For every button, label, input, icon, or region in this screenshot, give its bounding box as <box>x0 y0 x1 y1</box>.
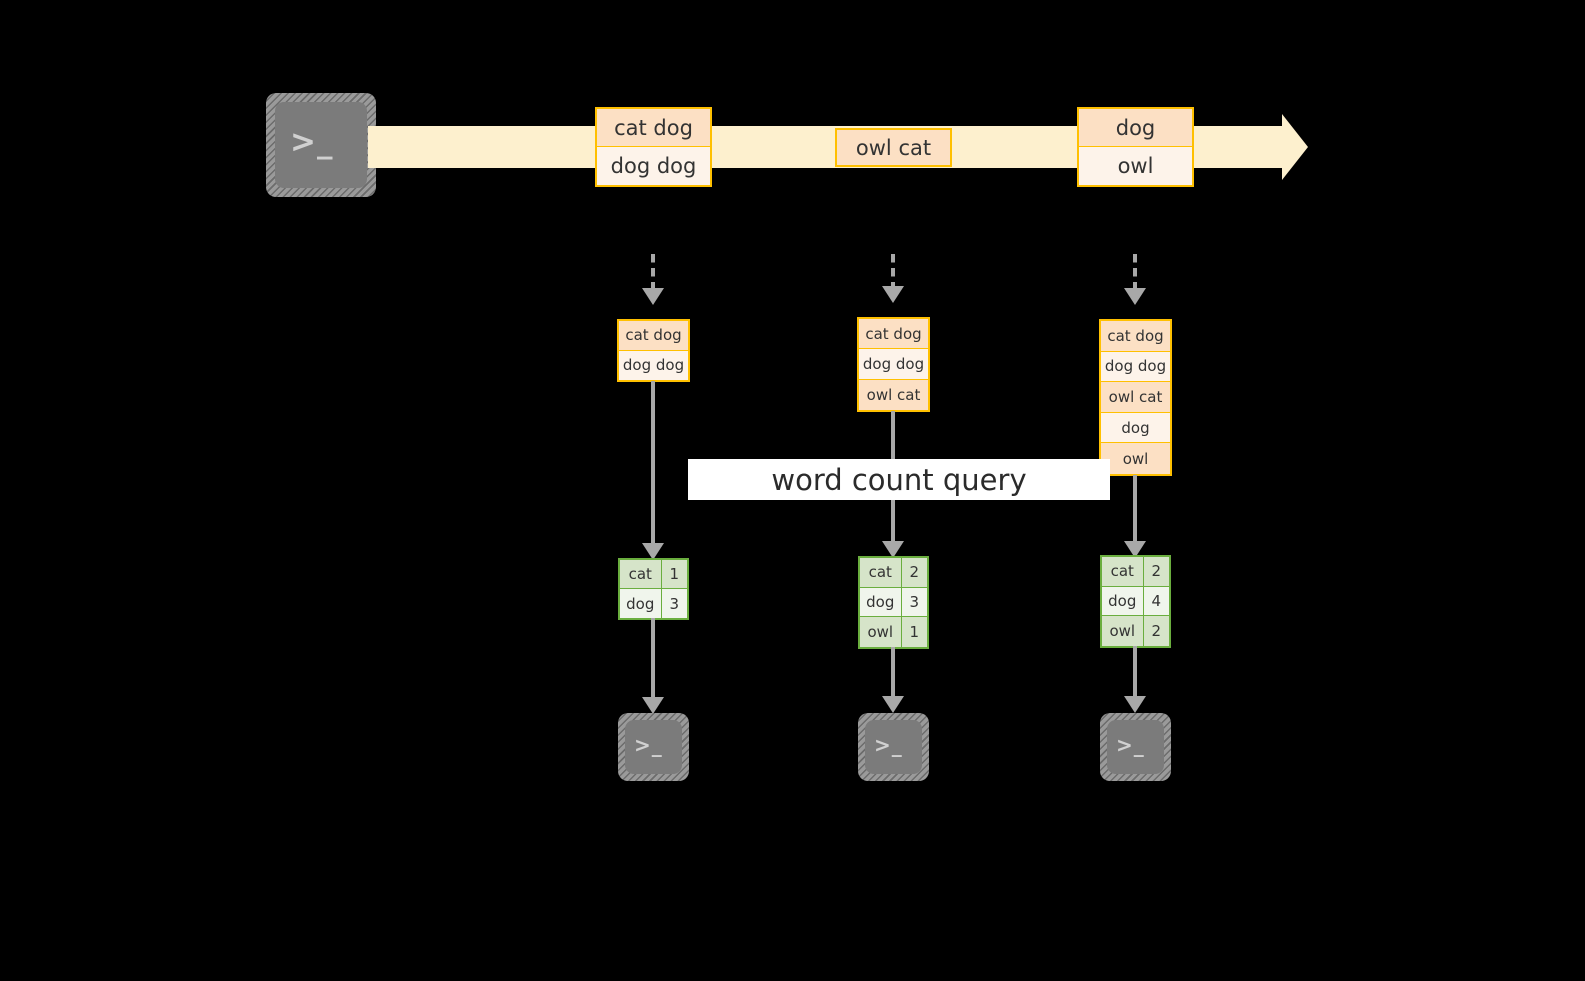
result-word: dog <box>1102 586 1144 616</box>
stream-message-group-1[interactable]: cat dog dog dog <box>595 107 712 187</box>
result-row: cat 2 <box>1102 557 1169 587</box>
feed-arrowhead-column-1 <box>642 288 664 305</box>
result-table-column-3[interactable]: cat 2 dog 4 owl 2 <box>1100 555 1171 648</box>
state-line: owl cat <box>859 379 928 410</box>
stream-message-line: owl cat <box>837 130 950 165</box>
result-count: 1 <box>901 617 927 647</box>
query-line-column-1 <box>651 381 655 546</box>
query-arrowhead-column-2 <box>882 541 904 558</box>
result-word: cat <box>620 560 662 588</box>
result-row: dog 3 <box>860 587 927 618</box>
result-word: cat <box>1102 557 1144 586</box>
result-table-column-2[interactable]: cat 2 dog 3 owl 1 <box>858 556 929 649</box>
terminal-prompt-glyph: >_ <box>874 733 903 757</box>
state-line: owl <box>1101 443 1170 474</box>
result-row: dog 4 <box>1102 586 1169 617</box>
result-count: 2 <box>1143 616 1169 646</box>
result-table-column-1[interactable]: cat 1 dog 3 <box>618 558 689 620</box>
state-line: dog dog <box>859 349 928 380</box>
result-word: dog <box>860 587 902 617</box>
state-line: dog dog <box>619 350 688 380</box>
result-count: 3 <box>901 587 927 617</box>
stream-message-line: dog <box>1079 109 1192 147</box>
terminal-prompt-glyph: >_ <box>1116 733 1145 757</box>
sink-terminal-icon-column-1: >_ <box>618 713 689 781</box>
sink-terminal-icon-column-3: >_ <box>1100 713 1171 781</box>
feed-line-column-1 <box>651 254 655 290</box>
result-count: 2 <box>1143 557 1169 586</box>
result-word: owl <box>1102 616 1144 646</box>
source-terminal-icon: >_ <box>266 93 376 197</box>
stream-message-group-2[interactable]: owl cat <box>835 128 952 167</box>
result-word: dog <box>620 589 662 618</box>
stream-message-line: owl <box>1079 147 1192 185</box>
result-word: owl <box>860 617 902 647</box>
sink-arrowhead-column-1 <box>642 697 664 714</box>
stream-message-line: dog dog <box>597 147 710 185</box>
result-count: 1 <box>661 560 687 588</box>
query-arrowhead-column-3 <box>1124 541 1146 558</box>
terminal-body <box>865 720 922 774</box>
result-count: 4 <box>1143 586 1169 616</box>
feed-line-column-2 <box>891 254 895 288</box>
query-label-band: word count query <box>688 459 1110 500</box>
stream-arrow-head <box>1282 114 1308 180</box>
feed-line-column-3 <box>1133 254 1137 290</box>
feed-arrowhead-column-2 <box>882 286 904 303</box>
terminal-body <box>1107 720 1164 774</box>
sink-line-column-2 <box>891 647 895 699</box>
result-row: cat 1 <box>620 560 687 589</box>
query-arrowhead-column-1 <box>642 543 664 560</box>
feed-arrowhead-column-3 <box>1124 288 1146 305</box>
query-line-column-3 <box>1133 475 1137 543</box>
result-row: owl 2 <box>1102 616 1169 646</box>
terminal-prompt-glyph: >_ <box>290 124 334 160</box>
sink-arrowhead-column-3 <box>1124 696 1146 713</box>
result-count: 3 <box>661 589 687 618</box>
terminal-body <box>275 102 367 188</box>
state-line: dog <box>1101 412 1170 444</box>
terminal-body <box>625 720 682 774</box>
result-row: owl 1 <box>860 617 927 647</box>
stream-message-line: cat dog <box>597 109 710 147</box>
terminal-prompt-glyph: >_ <box>634 733 663 757</box>
result-row: cat 2 <box>860 558 927 588</box>
result-row: dog 3 <box>620 589 687 618</box>
state-line: cat dog <box>619 321 688 351</box>
state-line: owl cat <box>1101 382 1170 413</box>
state-box-column-3[interactable]: cat dog dog dog owl cat dog owl <box>1099 319 1172 476</box>
sink-terminal-icon-column-2: >_ <box>858 713 929 781</box>
sink-line-column-3 <box>1133 646 1137 699</box>
state-box-column-1[interactable]: cat dog dog dog <box>617 319 690 382</box>
state-box-column-2[interactable]: cat dog dog dog owl cat <box>857 317 930 412</box>
sink-line-column-1 <box>651 618 655 700</box>
state-line: dog dog <box>1101 351 1170 383</box>
sink-arrowhead-column-2 <box>882 696 904 713</box>
state-line: cat dog <box>1101 321 1170 352</box>
result-word: cat <box>860 558 902 587</box>
state-line: cat dog <box>859 319 928 350</box>
result-count: 2 <box>901 558 927 587</box>
stream-message-group-3[interactable]: dog owl <box>1077 107 1194 187</box>
